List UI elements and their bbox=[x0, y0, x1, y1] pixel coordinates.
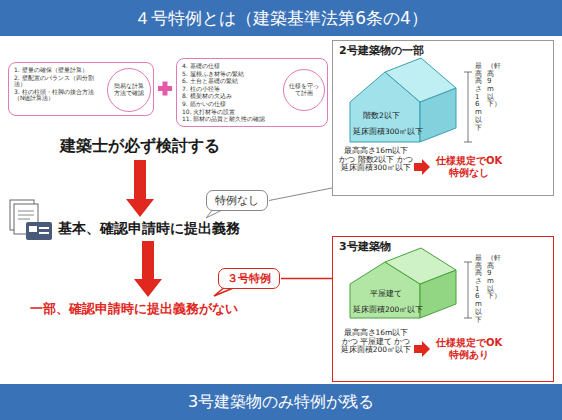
height-dimension bbox=[464, 72, 472, 142]
height-label: （軒高9m以下） bbox=[487, 255, 494, 301]
list-item: 3. 柱の柱頭・柱脚の接合方法（N値計算法） bbox=[14, 89, 104, 102]
circle-text: 仕様を守って計画 bbox=[288, 83, 320, 97]
list-item: 10. 火打材等の設置 bbox=[182, 109, 280, 116]
step-text: 一部、確認申請時に提出義務がない bbox=[30, 300, 238, 318]
page-caption: 3号建築物のみ特例が残る bbox=[188, 392, 374, 413]
flow-arrow bbox=[142, 241, 154, 279]
flow-arrow bbox=[134, 160, 146, 199]
height-label: 最高高さ16m以下 bbox=[475, 255, 482, 324]
height-label: 最高高さ16m以下 bbox=[475, 63, 482, 132]
height-dimension bbox=[464, 262, 472, 318]
building-panel: 3号建築物平屋建て延床面積200㎡以下 最高高さ16m以下 （軒高9m以下） 最高高さ… bbox=[332, 236, 554, 382]
house-label: 延床面積200㎡以下 bbox=[353, 305, 423, 315]
list-item: 11. 部材の品質と耐久性の確認 bbox=[182, 116, 280, 123]
check-list-box: 4. 基礎の仕様5. 屋根ふき材等の緊結6. 土台と基礎の緊結7. 柱の小径等8… bbox=[176, 58, 328, 127]
step-label: 建築士が必ず検討する bbox=[60, 136, 220, 157]
result-text: 仕様規定でOK 特例なし bbox=[433, 155, 505, 179]
house-label: 延床面積300㎡以下 bbox=[353, 127, 423, 137]
check-list-box: 1. 壁量の確保（壁量計算）2. 壁配置のバランス（四分割法）3. 柱の柱頭・柱… bbox=[8, 62, 154, 116]
band: 3号建築物のみ特例が残る bbox=[0, 384, 562, 420]
list-item: 4. 基礎の仕様 bbox=[182, 63, 280, 70]
house-label: 階数2以下 bbox=[363, 111, 400, 121]
caption-band bbox=[0, 384, 562, 420]
height-label: （軒高9m以下） bbox=[487, 63, 494, 109]
document-icon bbox=[10, 200, 52, 240]
step-label: 一部、確認申請時に提出義務がない bbox=[30, 300, 238, 318]
list-item: 7. 柱の小径等 bbox=[182, 86, 280, 93]
method-circle: 仕様を守って計画 bbox=[283, 69, 325, 111]
bubble-label: 特例なし bbox=[215, 193, 259, 208]
list-item: 9. 筋かいの仕様 bbox=[182, 101, 280, 108]
panel-heading: 2号建築物の一部 bbox=[339, 43, 424, 58]
house-two-storey bbox=[350, 58, 456, 142]
leader-line bbox=[281, 278, 332, 280]
step-text: 建築士が必ず検討する bbox=[60, 136, 220, 157]
result-arrow bbox=[414, 159, 430, 175]
panel-heading: 3号建築物 bbox=[339, 239, 391, 254]
circle-text: 簡易な計算方法で確認 bbox=[112, 83, 146, 97]
list-item: 8. 横架材の欠込み bbox=[182, 93, 280, 100]
speech-bubble: ３号特例 bbox=[218, 268, 280, 289]
leader-line bbox=[269, 188, 332, 201]
condition-text: 最高高さ16m以下 かつ 階数2以下 かつ 延床面積300㎡以下 bbox=[339, 147, 413, 173]
list-item: 1. 壁量の確保（壁量計算） bbox=[14, 67, 104, 74]
title-band bbox=[0, 0, 562, 36]
method-circle: 簡易な計算方法で確認 bbox=[107, 68, 151, 112]
plus-sign bbox=[158, 82, 172, 96]
condition-text: 最高高さ16m以下 かつ 平屋建て かつ 延床面積200㎡以下 bbox=[339, 329, 413, 355]
result-text: 仕様規定でOK 特例あり bbox=[433, 337, 505, 361]
band: ４号特例とは（建築基準法第6条の4） bbox=[0, 0, 562, 36]
page-title: ４号特例とは（建築基準法第6条の4） bbox=[134, 7, 428, 30]
step-text: 基本、確認申請時に提出義務 bbox=[58, 220, 240, 238]
house-one-storey bbox=[350, 248, 456, 318]
house-label: 平屋建て bbox=[370, 289, 402, 299]
building-panel: 2号建築物の一部階数2以下延床面積300㎡以下 最高高さ16m以下 （軒高9m以下）… bbox=[332, 40, 554, 196]
step-label: 基本、確認申請時に提出義務 bbox=[58, 220, 240, 238]
speech-bubble: 特例なし bbox=[206, 190, 268, 211]
list-item: 5. 屋根ふき材等の緊結 bbox=[182, 71, 280, 78]
list-item: 6. 土台と基礎の緊結 bbox=[182, 78, 280, 85]
list-item: 2. 壁配置のバランス（四分割法） bbox=[14, 75, 104, 88]
result-arrow bbox=[414, 341, 430, 357]
bubble-label: ３号特例 bbox=[227, 271, 271, 286]
